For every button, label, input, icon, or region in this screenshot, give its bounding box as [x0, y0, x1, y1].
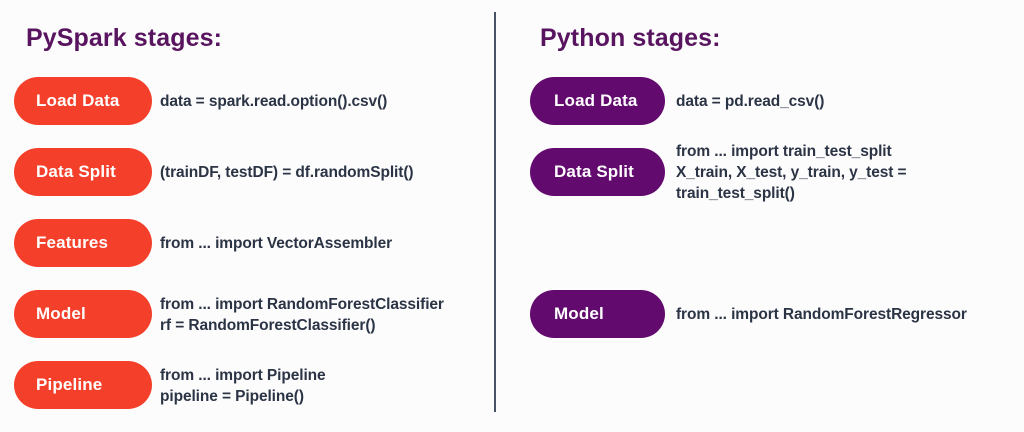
stage-pill-label: Load Data	[554, 91, 638, 110]
stage-pill-label: Features	[36, 233, 109, 252]
stage-pill-label: Data Split	[36, 162, 116, 181]
stage-pill-data-split[interactable]: Data Split	[14, 148, 152, 196]
stage-code-load-data: data = pd.read_csv()	[676, 93, 825, 110]
pyspark-stage-list: Load Data data = spark.read.option().csv…	[0, 77, 495, 432]
column-divider	[494, 12, 496, 412]
stage-pill-label: Data Split	[554, 162, 634, 181]
stage-row: Load Data data = pd.read_csv()	[495, 77, 1024, 148]
stage-code-model: from ... import RandomForestRegressor	[676, 306, 967, 323]
stage-pill-data-split[interactable]: Data Split	[530, 148, 665, 196]
stage-pill-label: Model	[36, 304, 86, 323]
stage-code-data-split: (trainDF, testDF) = df.randomSplit()	[160, 164, 414, 181]
stage-code-model: from ... import RandomForestClassifier r…	[160, 296, 444, 334]
stage-pill-model[interactable]: Model	[530, 290, 665, 338]
stage-code-data-split: from ... import train_test_split X_train…	[676, 143, 907, 202]
stage-pill-label: Model	[554, 304, 604, 323]
stage-row: Pipeline from ... import Pipeline pipeli…	[0, 361, 495, 432]
pyspark-column: PySpark stages: Load Data data = spark.r…	[0, 0, 495, 425]
stage-pill-label: Load Data	[36, 91, 120, 110]
stage-pill-features[interactable]: Features	[14, 219, 152, 267]
python-column: Python stages: Load Data data = pd.read_…	[495, 0, 1024, 425]
stage-pill-model[interactable]: Model	[14, 290, 152, 338]
stage-pill-label: Pipeline	[36, 375, 103, 394]
stage-row: Model from ... import RandomForestRegres…	[495, 290, 1024, 361]
stage-row: Features from ... import VectorAssembler	[0, 219, 495, 290]
stage-code-features: from ... import VectorAssembler	[160, 235, 393, 252]
stage-pill-load-data[interactable]: Load Data	[530, 77, 665, 125]
stage-row: Data Split (trainDF, testDF) = df.random…	[0, 148, 495, 219]
stage-code-pipeline: from ... import Pipeline pipeline = Pipe…	[160, 367, 326, 405]
stage-row: Data Split from ... import train_test_sp…	[495, 143, 1024, 219]
python-column-heading: Python stages:	[540, 24, 721, 52]
stage-row: Load Data data = spark.read.option().csv…	[0, 77, 495, 148]
stage-pill-pipeline[interactable]: Pipeline	[14, 361, 152, 409]
stage-row: Model from ... import RandomForestClassi…	[0, 290, 495, 361]
pyspark-column-heading: PySpark stages:	[26, 24, 223, 52]
stage-row-empty	[495, 219, 1024, 290]
stage-code-load-data: data = spark.read.option().csv()	[160, 93, 388, 110]
python-stage-list: Load Data data = pd.read_csv() Data Spli…	[495, 77, 1024, 432]
stage-pill-load-data[interactable]: Load Data	[14, 77, 152, 125]
stage-row-empty	[495, 361, 1024, 432]
